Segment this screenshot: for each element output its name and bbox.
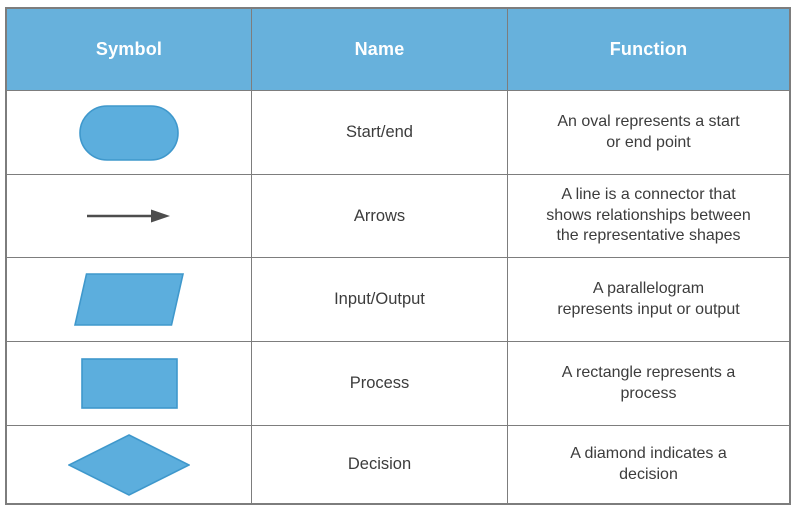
table-row-arrows-name: Arrows: [252, 175, 508, 258]
table-row-process-function: A rectangle represents a process: [508, 342, 789, 426]
table-row-arrows-function: A line is a connector that shows relatio…: [508, 175, 789, 258]
header-name-label: Name: [354, 39, 405, 59]
name-label: Arrows: [353, 206, 406, 225]
header-symbol-label: Symbol: [95, 39, 163, 59]
table-row-decision-function: A diamond indicates a decision: [508, 426, 789, 503]
header-name: Name: [252, 9, 508, 91]
table-row-start-end-name: Start/end: [252, 91, 508, 175]
function-text: A diamond indicates a decision: [570, 445, 727, 483]
table-row-process-symbol: [7, 342, 252, 426]
table-row-arrows-symbol: [7, 175, 252, 258]
table-row-decision-name: Decision: [252, 426, 508, 503]
function-text: A rectangle represents a process: [561, 364, 736, 402]
table-row-input-output-function: A parallelogram represents input or outp…: [508, 258, 789, 342]
function-text: An oval represents a start or end point: [557, 113, 740, 151]
arrow-icon: [87, 209, 170, 223]
oval-shape-icon: [79, 104, 179, 161]
symbol-table: Symbol Name Function Start/end An oval r…: [5, 7, 791, 505]
table-row-input-output-symbol: [7, 258, 252, 342]
name-label: Process: [349, 374, 410, 392]
name-label: Start/end: [346, 123, 413, 141]
diamond-shape-icon: [68, 433, 190, 496]
header-function: Function: [508, 9, 789, 91]
table-row-decision-symbol: [7, 426, 252, 503]
function-text: A parallelogram represents input or outp…: [557, 280, 740, 318]
table-row-start-end-function: An oval represents a start or end point: [508, 91, 789, 175]
header-symbol: Symbol: [7, 9, 252, 91]
parallelogram-shape-icon: [74, 273, 184, 326]
table-row-process-name: Process: [252, 342, 508, 426]
header-function-label: Function: [609, 39, 688, 59]
table-row-start-end-symbol: [7, 91, 252, 175]
name-label: Decision: [347, 455, 412, 473]
rectangle-shape-icon: [80, 358, 178, 409]
table-row-input-output-name: Input/Output: [252, 258, 508, 342]
function-text: A line is a connector that shows relatio…: [546, 186, 751, 245]
name-label: Input/Output: [334, 290, 425, 308]
